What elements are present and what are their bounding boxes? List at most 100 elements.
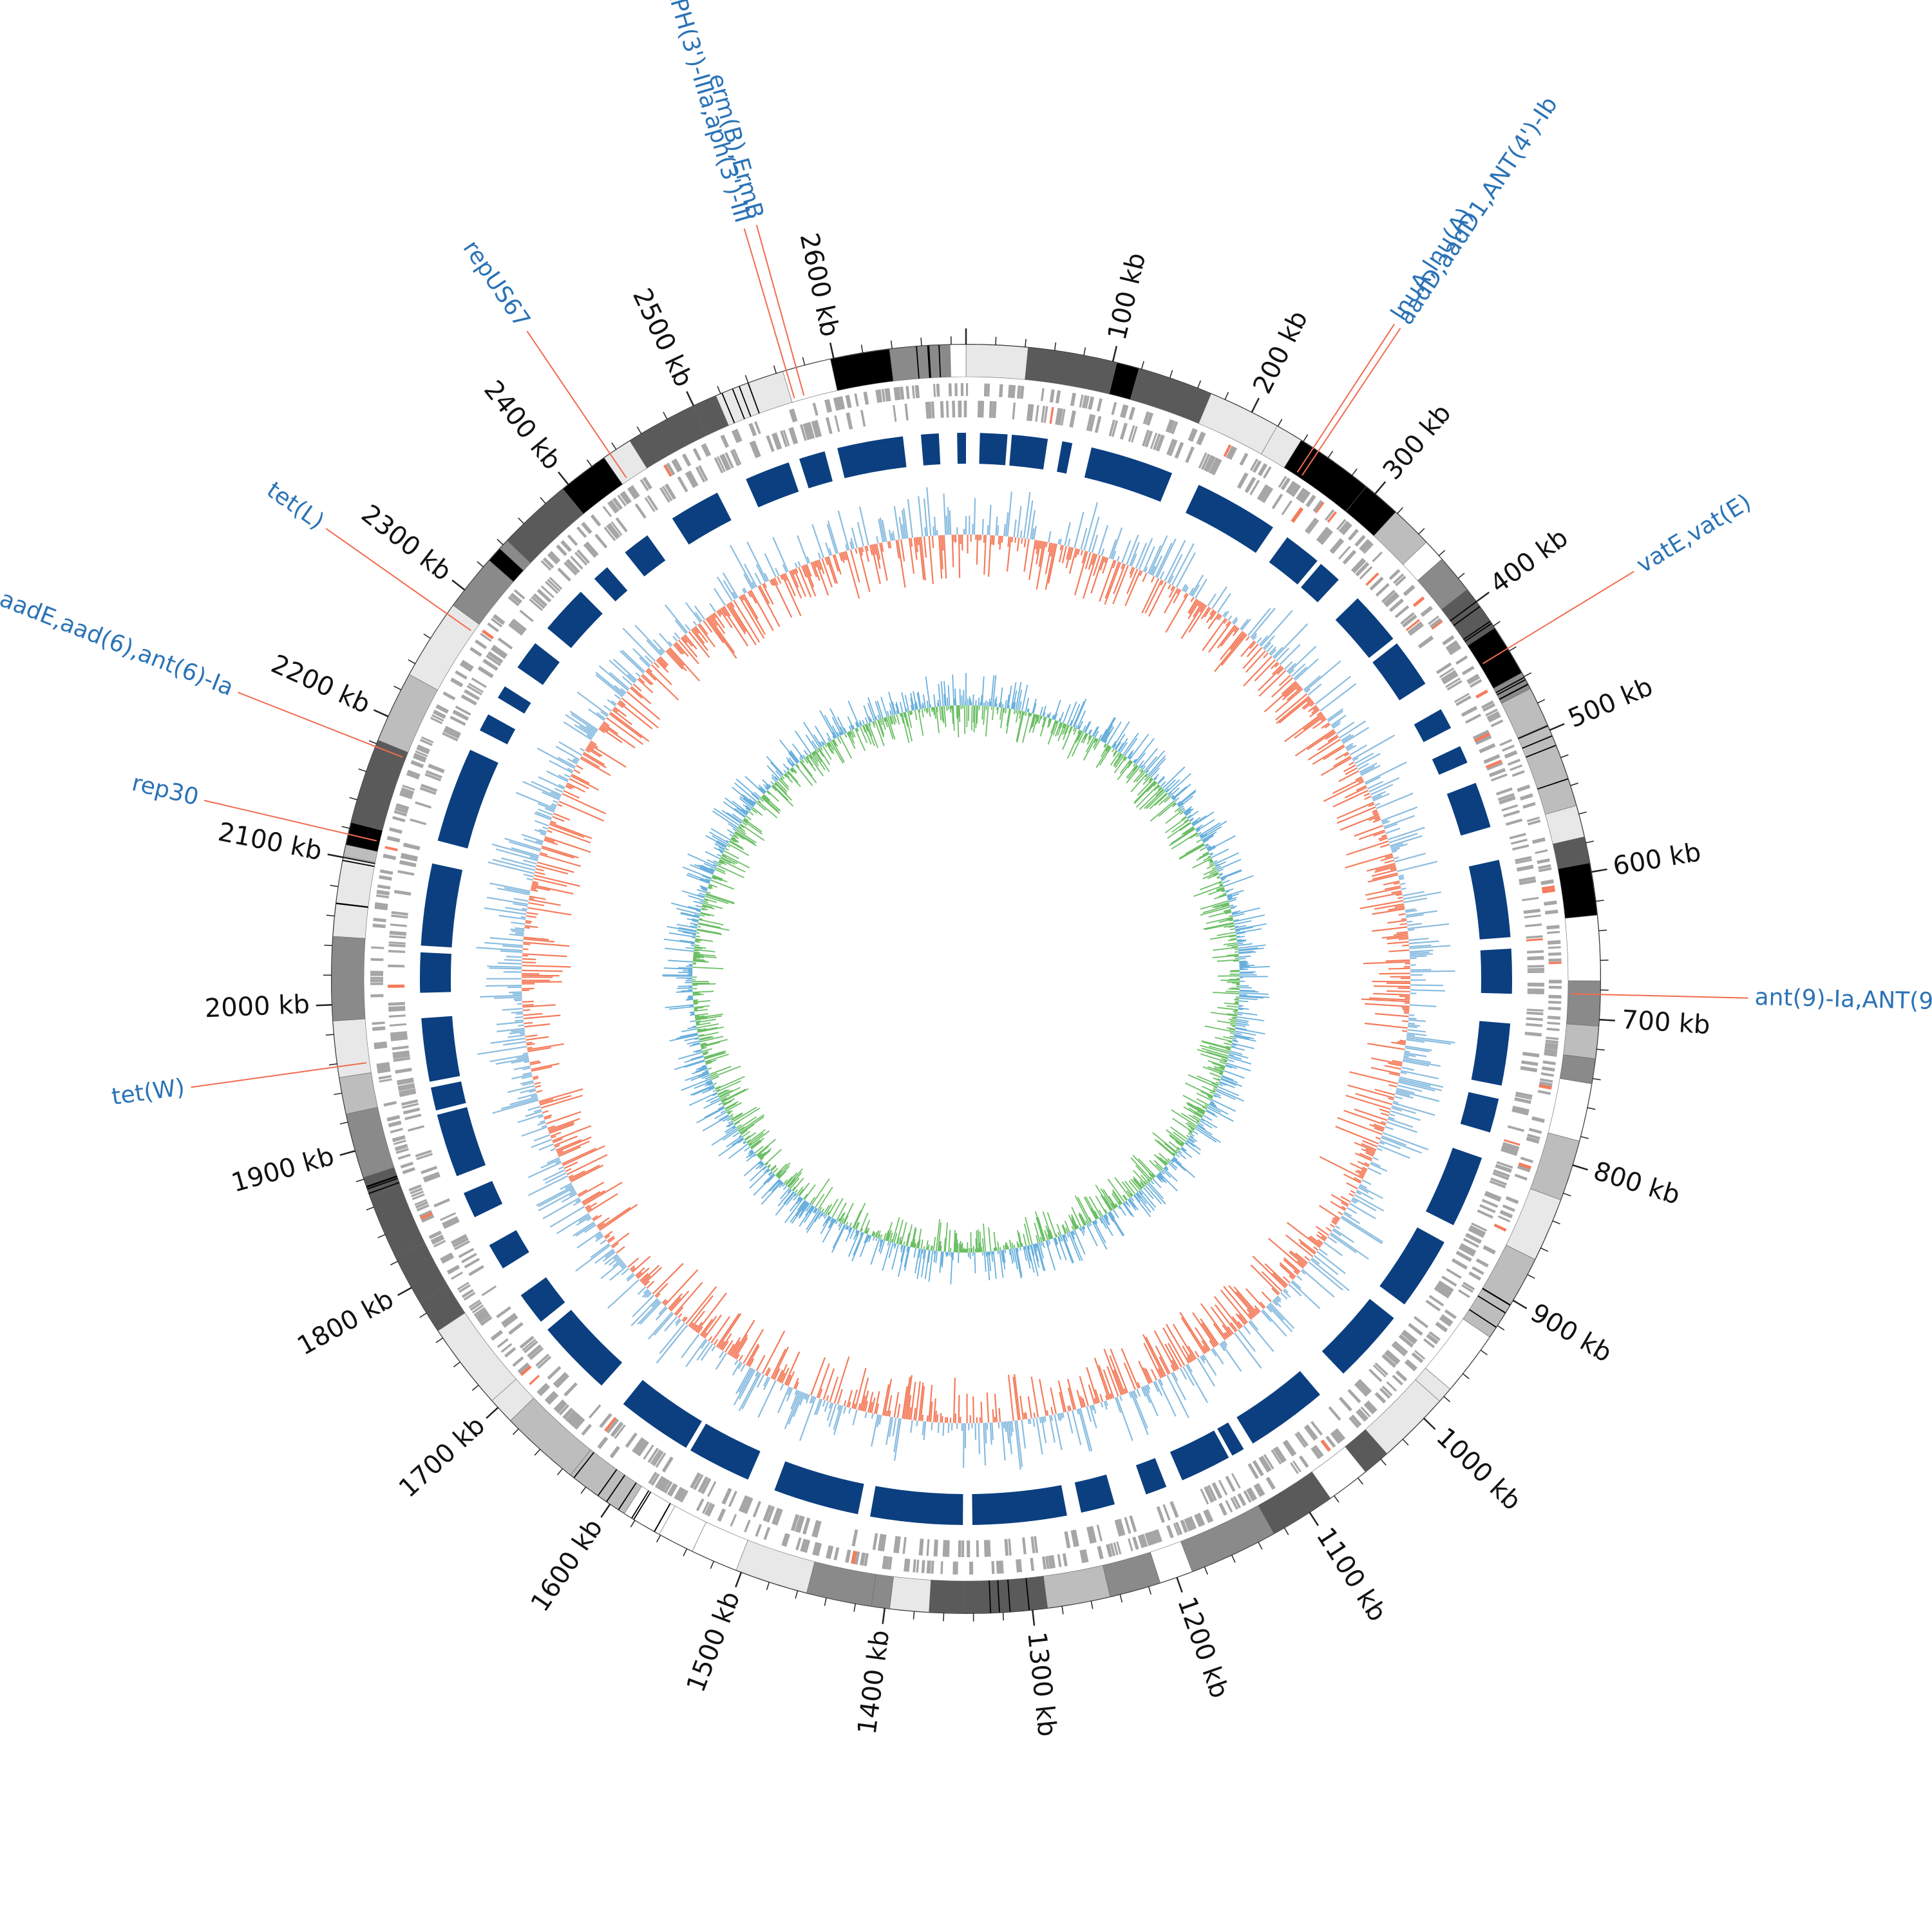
gc-skew-bar [1046,1240,1050,1247]
gc-skew-bar [1169,1133,1184,1146]
gc-skew-bar [663,967,693,970]
gc-skew-bar [830,1217,834,1223]
annotation-block [609,500,620,512]
annotation-block [800,1539,808,1553]
gc-skew-bar [915,701,918,710]
gc-skew-bar [864,724,869,732]
gc-content-bar [871,544,881,585]
gc-skew-bar [766,791,771,795]
gc-skew-bar [887,1229,893,1242]
gc-content-bar [721,607,749,647]
scale-tick [1309,1511,1319,1526]
gc-content-bar [1233,627,1238,632]
gc-content-bar [602,723,619,735]
gc-skew-bar [1068,1232,1081,1262]
scale-tick-label: 1100 kb [1311,1522,1392,1627]
gc-content-bar [578,1214,591,1223]
gc-content-bar [522,961,536,963]
gc-skew-bar [687,1026,697,1030]
annotation-block [1211,459,1222,476]
gc-content-bar [1394,853,1426,863]
annotation-block [1393,1341,1408,1354]
gc-skew-bar [1202,834,1215,842]
gc-skew-bar [840,731,843,735]
gc-skew-bar [748,1132,764,1146]
gc-content-bar [549,760,573,773]
gc-content-bar [888,1417,894,1437]
gc-content-bar [879,542,888,581]
annotation-block [481,1285,497,1296]
gc-content-bar [531,1139,552,1148]
gc-skew-bar [1154,1139,1175,1157]
scale-tick-label: 2600 kb [794,231,845,339]
annotation-block [433,1198,450,1208]
gc-skew-bar [868,716,872,723]
annotation-block [1541,885,1555,891]
gc-skew-bar [1100,1195,1112,1211]
gc-content-bar [1033,1412,1036,1418]
gc-skew-bar [1030,714,1036,729]
gc-content-bar [1280,1292,1288,1300]
gc-skew-bar [698,1034,705,1037]
gc-content-bar [791,569,795,575]
gc-skew-bar [1115,741,1121,750]
gc-skew-bar [1179,1150,1182,1154]
annotation-block [1117,1519,1126,1536]
gc-content-bar [617,703,624,708]
gc-skew-bar [1013,702,1016,710]
gc-content-bar [1172,1323,1195,1361]
gc-content-bar [672,643,683,655]
gc-content-bar [1383,880,1400,886]
gc-skew-bar [717,1106,724,1110]
gc-skew-bar [1164,1166,1169,1171]
annotation-block [457,1282,469,1291]
gc-content-bar [777,576,782,584]
gc-content-bar [1260,1310,1272,1323]
gc-content-bar [1266,644,1274,652]
gc-skew-bar [1083,733,1088,739]
gc-skew-bar [1221,878,1225,882]
gc-skew-bar [875,1230,880,1238]
annotation-block [639,478,649,491]
gc-content-bar [550,1132,562,1137]
gc-skew-bar [770,762,783,777]
gc-content-bar [1023,538,1030,572]
annotation-block [1425,1300,1441,1312]
gc-skew-bar [723,850,739,859]
gc-content-bar [569,778,589,790]
gc-content-bar [496,1021,524,1025]
contig-block [830,348,894,391]
gc-skew-bar [1238,1008,1244,1010]
gc-content-bar [1274,1298,1279,1303]
gc-skew-bar [1173,1156,1178,1160]
gc-skew-bar [836,1202,847,1221]
gc-content-bar [699,1318,714,1336]
gc-content-bar [1300,1270,1306,1275]
gc-content-bar [1039,1379,1047,1416]
annotation-block [644,497,656,513]
scale-tick-label: 1000 kb [1430,1422,1527,1516]
gc-skew-bar [1003,1245,1005,1251]
annotation-block [1532,837,1546,844]
gc-content-bar [1059,538,1062,545]
gc-skew-bar [791,768,797,774]
gc-skew-bar [1221,1058,1227,1061]
gc-content-bar [1231,616,1238,624]
gc-content-bar [558,1146,582,1157]
gc-content-bar [1081,551,1086,564]
annotation-block [1546,925,1560,930]
annotation-block [1511,1108,1529,1116]
annotation-block [1316,526,1329,542]
gc-content-bar [1329,1233,1357,1253]
gc-content-bar [933,1398,936,1423]
annotation-block [1548,946,1561,949]
gc-content-bar [1359,1184,1367,1189]
gc-content-bar [1155,542,1173,578]
gc-content-bar [497,887,530,896]
annotation-block [379,875,392,881]
gc-content-bar [801,565,808,578]
annotation-block [1196,431,1205,445]
annotation-block [815,1542,822,1557]
gc-skew-bar [1095,1184,1113,1211]
gc-content-bar [1103,1349,1122,1396]
